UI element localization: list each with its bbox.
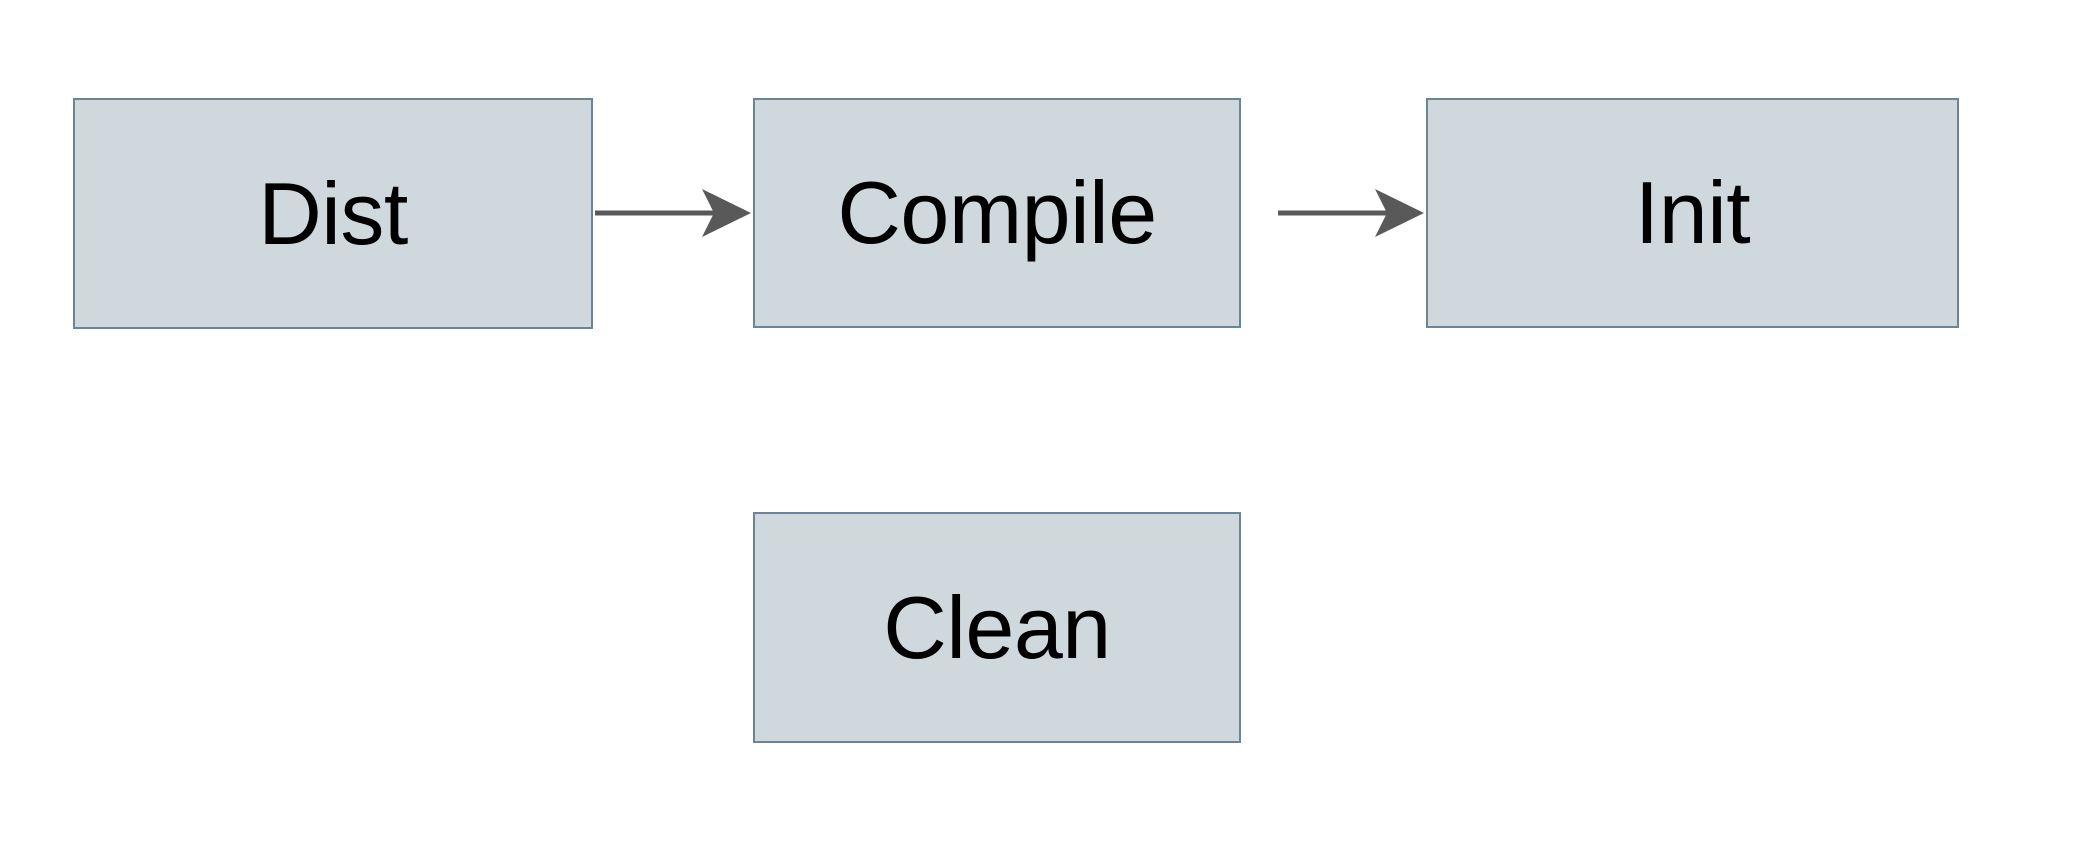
node-clean[interactable]: Clean [753, 512, 1241, 743]
node-clean-label: Clean [883, 577, 1111, 677]
edge-dist-to-compile[interactable] [595, 189, 751, 237]
node-compile[interactable]: Compile [753, 98, 1241, 328]
edge-compile-to-init[interactable] [1278, 189, 1424, 237]
node-dist-label: Dist [258, 163, 408, 263]
node-init-label: Init [1634, 163, 1751, 262]
node-init[interactable]: Init [1426, 98, 1959, 328]
edge-dist-to-compile-arrowhead [702, 189, 751, 237]
edge-compile-to-init-arrowhead [1375, 189, 1424, 237]
node-dist[interactable]: Dist [73, 98, 593, 329]
node-compile-label: Compile [837, 163, 1157, 262]
